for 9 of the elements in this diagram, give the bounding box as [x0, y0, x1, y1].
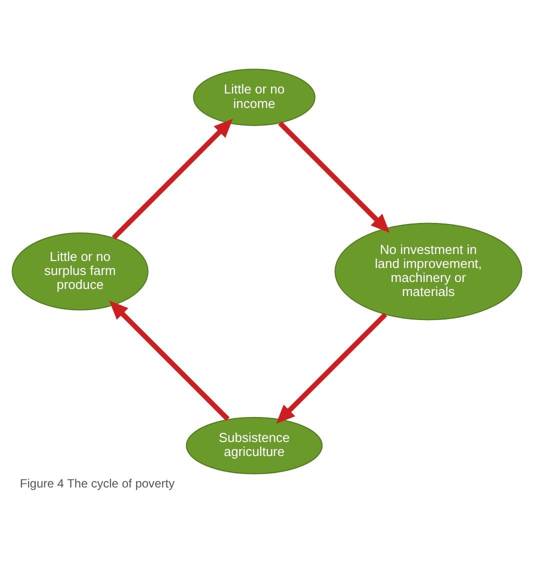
caption: Figure 4 The cycle of poverty	[20, 476, 175, 491]
arrow	[109, 300, 230, 421]
arrow	[112, 118, 233, 240]
node-ellipse: Subsistence agriculture	[186, 417, 323, 474]
arrow	[278, 121, 390, 233]
node-ellipse: No investment in land improvement, machinery or materials	[334, 222, 522, 320]
node-ellipse: Little or no income	[193, 68, 316, 126]
arrow	[276, 312, 388, 424]
node-ellipse: Little or no surplus farm produce	[12, 232, 148, 310]
